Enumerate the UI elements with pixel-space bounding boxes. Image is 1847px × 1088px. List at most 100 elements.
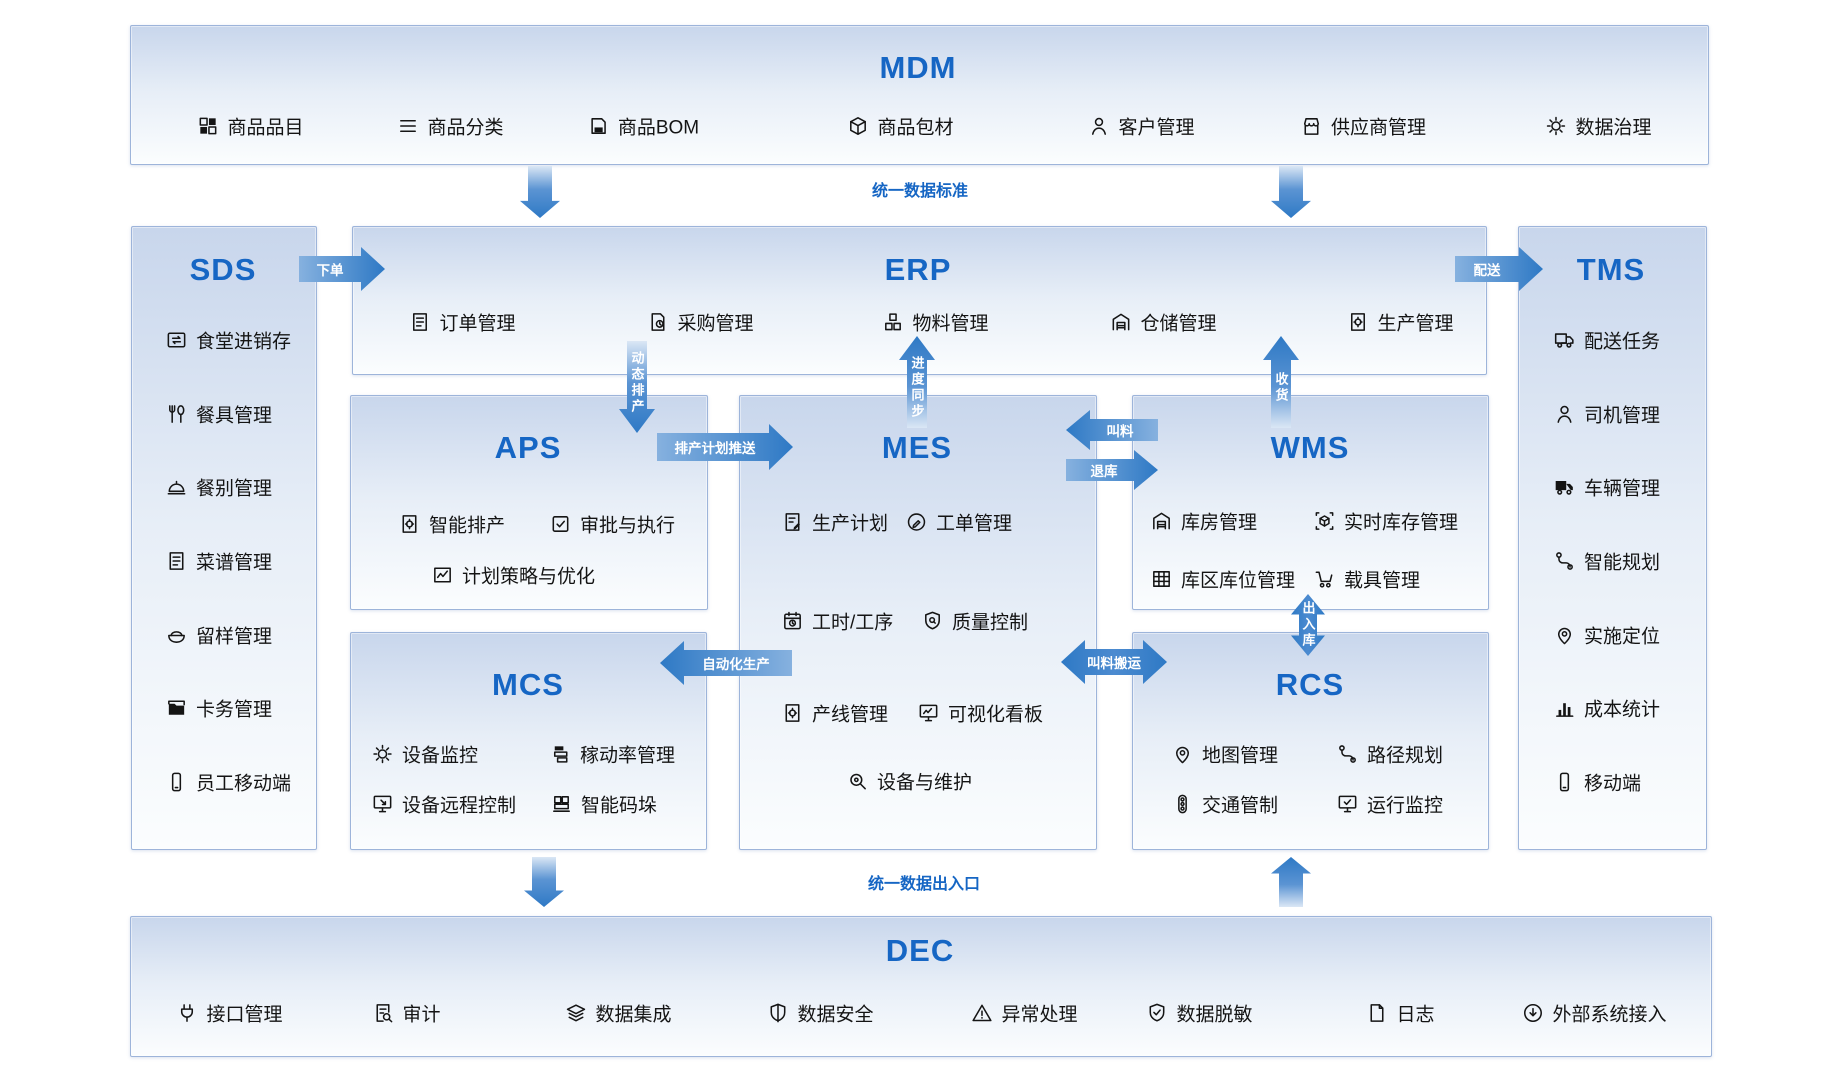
tms-item-4: 实施定位 [1553, 622, 1660, 649]
download-icon [1521, 1002, 1544, 1025]
mes-item-0: 生产计划 [781, 509, 888, 536]
item-label: 客户管理 [1118, 117, 1195, 139]
aps-item-2: 计划策略与优化 [431, 562, 595, 589]
arrow-mdm-to-erp-right [1271, 166, 1311, 218]
bars-icon [549, 743, 572, 766]
item-label: 设备监控 [402, 745, 479, 767]
tms-item-6: 移动端 [1553, 769, 1641, 796]
arrow-mcs-to-dec [524, 857, 564, 907]
rcs-item-1: 路径规划 [1336, 741, 1443, 768]
item-label: 成本统计 [1584, 699, 1661, 721]
dec-item-4: 异常处理 [970, 1000, 1078, 1027]
sds-item-2: 餐别管理 [165, 474, 272, 501]
item-label: 商品品目 [227, 117, 304, 139]
item-label: 仓储管理 [1140, 313, 1217, 335]
phone-icon [1553, 771, 1576, 794]
tms-item-5: 成本统计 [1553, 695, 1660, 722]
warehouse-icon [1109, 311, 1132, 334]
arrow-erp-to-tms: 配送 [1455, 247, 1543, 291]
item-label: 商品分类 [427, 117, 504, 139]
item-label: 留样管理 [196, 626, 273, 648]
item-label: 库房管理 [1181, 512, 1258, 534]
arrow-label-wms-to-mes: 叫料 [1106, 424, 1134, 439]
item-label: 移动端 [1584, 773, 1642, 795]
item-label: 商品BOM [617, 117, 700, 139]
mes-item-1: 工单管理 [905, 509, 1012, 536]
gear-icon [1544, 115, 1567, 138]
mcs-item-0: 设备监控 [371, 741, 478, 768]
cubescan-icon [1313, 510, 1336, 533]
arrow-mdm-to-erp-left [520, 166, 560, 218]
arrow-wms-to-erp: 收货 [1263, 336, 1299, 428]
file-icon [1365, 1002, 1388, 1025]
package-icon [846, 115, 869, 138]
arrow-label-mes-to-mcs: 自动化生产 [702, 657, 770, 672]
arrow-label-mes-to-wms: 退库 [1090, 464, 1118, 479]
dec-item-2: 数据集成 [564, 1000, 672, 1027]
erp-item-4: 生产管理 [1346, 309, 1454, 336]
arrow-label-wms-to-erp: 收货 [1273, 372, 1289, 404]
item-label: 产线管理 [812, 704, 889, 726]
mdm-item-0: 商品品目 [196, 113, 304, 140]
tms-item-2: 车辆管理 [1553, 474, 1660, 501]
erp-item-2: 物料管理 [881, 309, 989, 336]
sds-item-6: 员工移动端 [165, 769, 291, 796]
menu-icon [396, 115, 419, 138]
rcs-item-3: 运行监控 [1336, 791, 1443, 818]
aps-item-0: 智能排产 [398, 511, 505, 538]
item-label: 交通管制 [1202, 795, 1279, 817]
warning-icon [970, 1002, 993, 1025]
plug-icon [175, 1002, 198, 1025]
monitorcheck-icon [1336, 793, 1359, 816]
sds-title: SDS [189, 252, 257, 287]
tms-item-0: 配送任务 [1553, 327, 1660, 354]
mcs-item-2: 设备远程控制 [371, 791, 516, 818]
layers-icon [564, 1002, 587, 1025]
item-label: 实时库存管理 [1344, 512, 1459, 534]
sds-item-4: 留样管理 [165, 622, 272, 649]
shield-icon [766, 1002, 789, 1025]
item-label: 地图管理 [1202, 745, 1279, 767]
mdm-item-1: 商品分类 [396, 113, 504, 140]
mes-item-3: 质量控制 [921, 608, 1028, 635]
rcs-item-2: 交通管制 [1171, 791, 1278, 818]
item-label: 计划策略与优化 [462, 566, 596, 588]
route-icon [1553, 550, 1576, 573]
item-label: 卡务管理 [196, 699, 273, 721]
box-mcs [350, 632, 707, 850]
arrow-wms-rcs-bidi: 出入库 [1291, 594, 1325, 656]
item-label: 设备与维护 [877, 772, 973, 794]
flow-label-unified-data-gateway: 统一数据出入口 [867, 876, 981, 893]
wms-item-3: 载具管理 [1313, 566, 1420, 593]
item-label: 商品包材 [877, 117, 954, 139]
flow-label-unified-data-standard: 统一数据标准 [871, 183, 969, 200]
item-label: 数据脱敏 [1176, 1004, 1253, 1026]
arrow-mes-to-erp: 进度同步 [899, 336, 935, 428]
phone-icon [165, 771, 188, 794]
dec-item-1: 审计 [371, 1000, 441, 1027]
mdm-item-4: 客户管理 [1087, 113, 1195, 140]
item-label: 供应商管理 [1330, 117, 1427, 139]
item-label: 日志 [1396, 1004, 1435, 1026]
item-label: 生产计划 [812, 513, 889, 535]
item-label: 食堂进销存 [196, 331, 292, 353]
item-label: 接口管理 [206, 1004, 283, 1026]
shieldcheck-icon [1145, 1002, 1168, 1025]
docgear-icon [398, 513, 421, 536]
tms-item-1: 司机管理 [1553, 401, 1660, 428]
item-label: 可视化看板 [948, 704, 1044, 726]
store-icon [1300, 115, 1323, 138]
person-icon [1553, 403, 1576, 426]
arrow-label-aps-to-mes: 排产计划推送 [674, 441, 756, 456]
clippen-icon [905, 511, 928, 534]
arrow-mes-to-mcs: 自动化生产 [660, 641, 792, 685]
box-aps [350, 395, 708, 610]
item-label: 配送任务 [1584, 331, 1661, 353]
mcs-item-1: 稼动率管理 [549, 741, 675, 768]
mdm-item-5: 供应商管理 [1300, 113, 1426, 140]
shieldq-icon [921, 610, 944, 633]
card-icon [165, 697, 188, 720]
docclock-icon [646, 311, 669, 334]
sds-item-3: 菜谱管理 [165, 548, 272, 575]
